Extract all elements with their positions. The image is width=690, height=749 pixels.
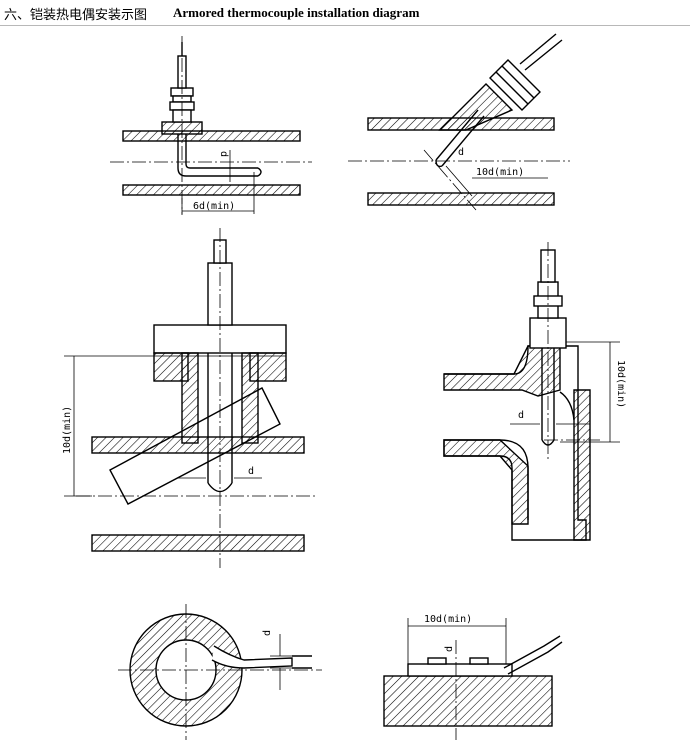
dimension-10d-middle-left bbox=[64, 355, 286, 497]
dimension-d-cross-section bbox=[270, 634, 300, 690]
drawing-bent-probe-centerlines bbox=[110, 36, 312, 215]
label-10d-min-middle-right: 10d(min) bbox=[615, 360, 626, 408]
label-10d-min-top-right: 10d(min) bbox=[476, 167, 524, 178]
label-d-1: d bbox=[218, 151, 229, 157]
title-english: Armored thermocouple installation diagra… bbox=[173, 5, 420, 20]
drawing-tee-vertical-probe bbox=[91, 239, 305, 552]
drawing-inclined-probe bbox=[367, 33, 563, 206]
drawing-cross-section-centerlines bbox=[118, 604, 322, 740]
drawing-surface-mount bbox=[383, 635, 563, 727]
label-d-3: d bbox=[248, 466, 254, 477]
drawing-elbow-probe bbox=[443, 249, 591, 541]
drawing-elbow-centerlines bbox=[544, 242, 600, 460]
label-10d-min-middle-left: 10d(min) bbox=[62, 406, 73, 454]
label-d-2: d bbox=[458, 147, 464, 158]
dimension-10d-bottom-right bbox=[407, 618, 507, 664]
label-d-6: d bbox=[444, 646, 455, 652]
dimension-10d-top-right bbox=[445, 165, 548, 197]
title-chinese: 六、铠装热电偶安装示图 bbox=[4, 7, 148, 23]
label-10d-min-bottom-right: 10d(min) bbox=[424, 614, 472, 625]
label-d-5: d bbox=[262, 630, 273, 636]
dimension-10d-middle-right bbox=[510, 341, 620, 443]
drawing-tee-centerlines bbox=[76, 228, 318, 568]
label-6d-min: 6d(min) bbox=[193, 201, 235, 212]
page-header: 六、铠装热电偶安装示图 Armored thermocouple install… bbox=[4, 3, 684, 23]
drawing-inclined-centerlines bbox=[348, 149, 570, 211]
drawing-bent-probe-pipe bbox=[122, 42, 301, 196]
header-divider bbox=[0, 25, 690, 26]
label-d-4: d bbox=[518, 410, 524, 421]
dimension-6d bbox=[181, 150, 255, 214]
